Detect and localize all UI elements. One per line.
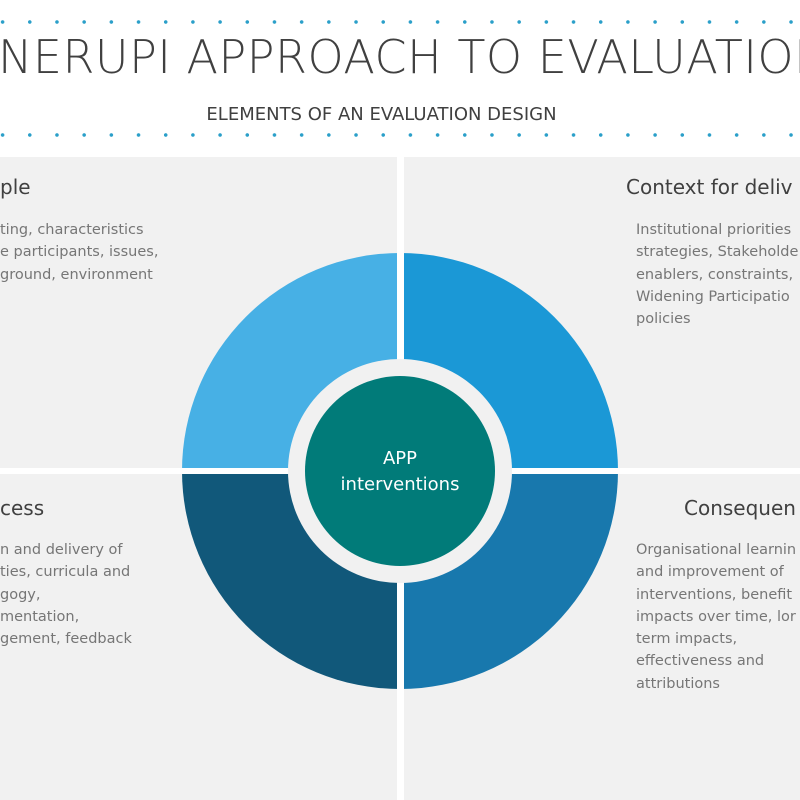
text-line: mentation, [0,608,80,625]
text-line: attributions [636,675,720,692]
page-subtitle: ELEMENTS OF AN EVALUATION DESIGN [206,104,557,125]
text-line: term impacts, [636,631,738,648]
text-consequences: Organisational learnin and improvement o… [636,539,796,695]
text-line: Widening Participatio [636,288,790,305]
heading-context: Context for deliv [626,175,793,199]
text-line: ting, characteristics [0,222,144,238]
text-line: e participants, issues, [0,244,159,261]
text-line: interventions, benefit [636,586,793,603]
text-line: gement, feedback [0,631,132,648]
text-line: ground, environment [0,266,153,283]
center-label-line2: interventions [340,474,460,495]
text-context: Institutional priorities strategies, Sta… [636,219,798,330]
heading-people: ple [0,175,31,199]
text-line: impacts over time, lor [636,608,796,625]
text-process: n and delivery of ties, curricula and go… [0,539,132,650]
center-circle [305,376,495,566]
text-line: gogy, [0,586,41,603]
heading-process: cess [0,496,45,520]
text-line: effectiveness and [636,653,765,670]
text-line: enablers, constraints, [636,266,794,283]
dotted-divider-top [0,20,800,24]
text-line: policies [636,311,691,328]
text-people: ting, characteristics e participants, is… [0,219,158,286]
text-line: Organisational learnin [636,542,797,558]
text-line: strategies, Stakeholde [636,244,799,261]
center-label: APP interventions [305,446,495,498]
page-title: NERUPI APPROACH TO EVALUATION [0,30,800,84]
text-line: Institutional priorities [636,222,792,238]
dotted-divider-bottom [0,133,800,137]
text-line: n and delivery of [0,542,123,558]
text-line: and improvement of [636,564,784,581]
heading-consequences: Consequen [684,496,796,520]
text-line: ties, curricula and [0,564,131,581]
center-label-line1: APP [382,448,418,469]
